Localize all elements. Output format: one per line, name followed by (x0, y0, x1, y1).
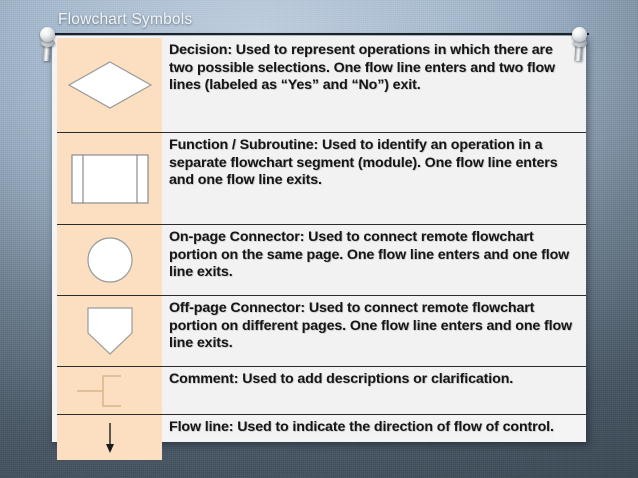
symbol-cell (57, 296, 162, 366)
symbol-cell (57, 38, 162, 132)
function-subroutine-symbol (70, 153, 149, 204)
on-page-connector-symbol (86, 237, 133, 283)
pushpin-collar (41, 39, 55, 47)
comment-symbol (76, 374, 121, 407)
flowchart-symbols-table: Decision: Used to represent operations i… (57, 38, 586, 460)
table-row: Off-page Connector: Used to connect remo… (57, 296, 586, 367)
table-row: Comment: Used to add descriptions or cla… (57, 367, 586, 415)
symbol-description: Function / Subroutine: Used to identify … (162, 133, 586, 224)
off-page-connector-symbol (86, 307, 133, 355)
symbol-description: Flow line: Used to indicate the directio… (162, 415, 586, 460)
table-row: On-page Connector: Used to connect remot… (57, 225, 586, 296)
symbol-description: On-page Connector: Used to connect remot… (162, 225, 586, 295)
top-divider-rule (46, 33, 589, 35)
table-row: Flow line: Used to indicate the directio… (57, 415, 586, 460)
table-row: Function / Subroutine: Used to identify … (57, 133, 586, 225)
table-row: Decision: Used to represent operations i… (57, 38, 586, 133)
symbol-description: Off-page Connector: Used to connect remo… (162, 296, 586, 366)
symbol-description: Decision: Used to represent operations i… (162, 38, 586, 132)
pushpin-head (40, 27, 55, 42)
flow-line-symbol (105, 422, 114, 453)
symbol-cell (57, 367, 162, 414)
pushpin-left-icon (36, 27, 62, 62)
symbol-cell (57, 415, 162, 460)
page-title: Flowchart Symbols (58, 11, 193, 28)
symbol-description: Comment: Used to add descriptions or cla… (162, 367, 586, 414)
pushpin-head (572, 27, 587, 42)
symbol-cell (57, 225, 162, 295)
pushpin-right-icon (568, 27, 594, 62)
pushpin-collar (573, 39, 587, 47)
symbol-description-text: Flow line: Used to indicate the directio… (169, 419, 554, 437)
decision-diamond-symbol (67, 61, 152, 109)
symbol-cell (57, 133, 162, 224)
